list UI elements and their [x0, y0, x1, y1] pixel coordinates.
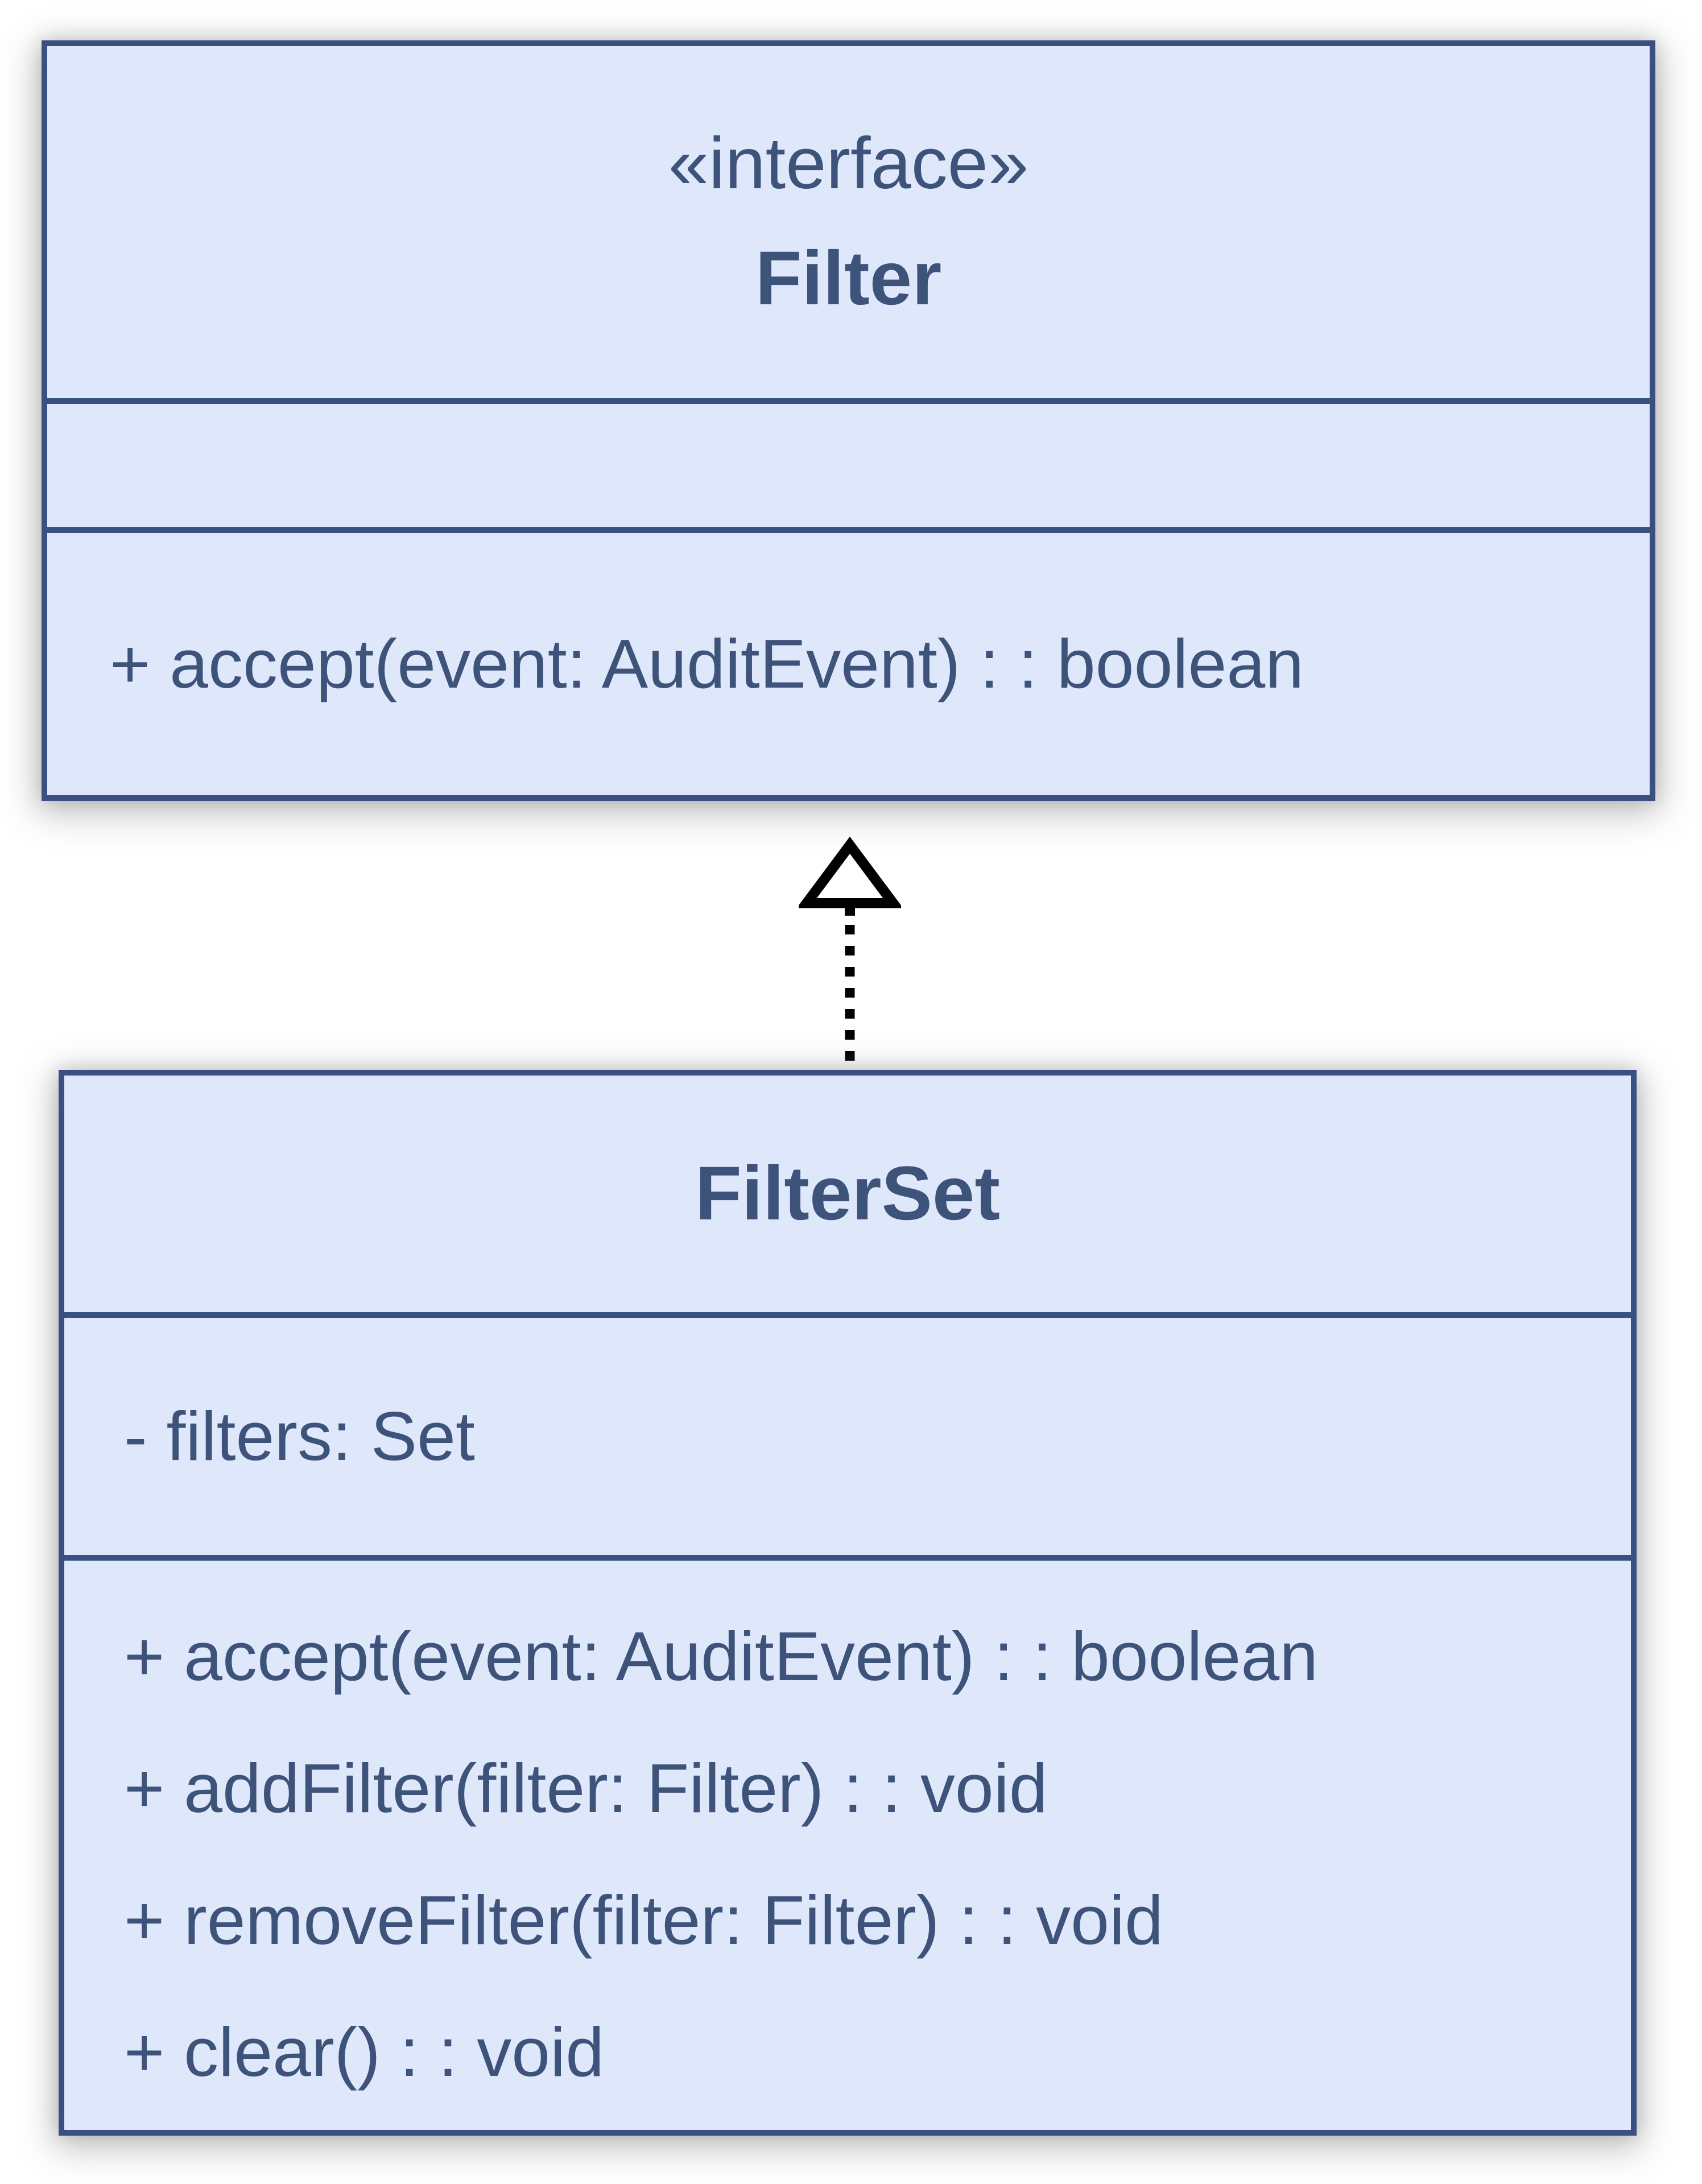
filterset-method-accept: + accept(event: AuditEvent) : : boolean — [124, 1617, 1319, 1695]
filterset-class-name: FilterSet — [695, 1151, 1001, 1236]
filter-method-accept: + accept(event: AuditEvent) : : boolean — [110, 625, 1304, 703]
arrow-stem — [845, 904, 855, 916]
filterset-title-compartment: FilterSet — [64, 1076, 1631, 1312]
uml-class-filter[interactable]: «interface» Filter + accept(event: Audit… — [42, 40, 1655, 801]
filterset-method-removefilter: + removeFilter(filter: Filter) : : void — [124, 1881, 1163, 1959]
filter-attributes-compartment — [47, 398, 1650, 527]
filterset-methods-compartment: + accept(event: AuditEvent) : : boolean … — [64, 1555, 1631, 2130]
uml-class-filterset[interactable]: FilterSet - filters: Set + accept(event:… — [59, 1070, 1637, 2136]
realization-arrow — [799, 836, 901, 1069]
filter-stereotype: «interface» — [668, 122, 1029, 204]
filterset-method-addfilter: + addFilter(filter: Filter) : : void — [124, 1749, 1048, 1827]
filterset-attributes-compartment: - filters: Set — [64, 1312, 1631, 1555]
filter-methods-compartment: + accept(event: AuditEvent) : : boolean — [47, 527, 1650, 795]
filterset-attribute-filters: - filters: Set — [124, 1397, 475, 1475]
filter-title-compartment: «interface» Filter — [47, 46, 1650, 398]
filterset-method-clear: + clear() : : void — [124, 2013, 605, 2091]
filter-class-name: Filter — [755, 236, 942, 321]
hollow-triangle-arrowhead-icon — [799, 836, 901, 908]
